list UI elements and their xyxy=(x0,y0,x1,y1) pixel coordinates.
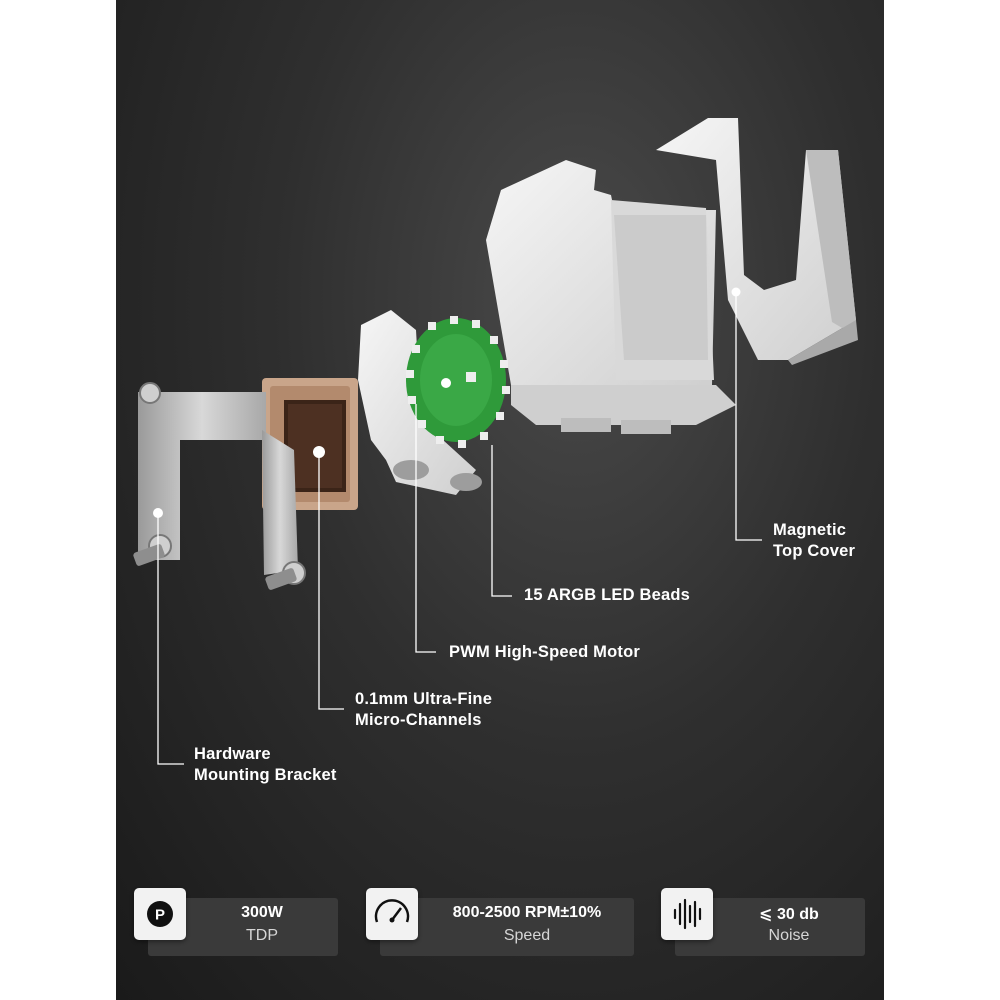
callout-line-2: Top Cover xyxy=(773,542,856,560)
product-panel: Magnetic Top Cover 15 ARGB LED Beads PWM… xyxy=(116,0,884,1000)
power-p-icon: P xyxy=(134,888,186,940)
spec-box xyxy=(380,898,634,956)
callout-line-2: Micro-Channels xyxy=(355,711,482,729)
spec-value: 800-2500 RPM±10% xyxy=(452,904,602,921)
spec-value: 300W xyxy=(241,904,283,921)
pump-housing-part xyxy=(486,160,736,434)
callout-micro-channels: 0.1mm Ultra-Fine Micro-Channels xyxy=(355,689,492,731)
callout-mounting-bracket: Hardware Mounting Bracket xyxy=(194,744,337,786)
sound-wave-icon xyxy=(661,888,713,940)
exploded-view-illustration xyxy=(133,118,858,765)
speedometer-icon xyxy=(366,888,418,940)
callout-line-1: Magnetic xyxy=(773,521,847,539)
spec-noise: ⩽ 30 db Noise xyxy=(661,888,866,956)
callout-line-1: 0.1mm Ultra-Fine xyxy=(355,690,493,708)
spec-label: Noise xyxy=(768,927,810,944)
callout-line-1: Hardware xyxy=(194,745,271,763)
callout-line-2: Mounting Bracket xyxy=(194,766,337,784)
svg-text:P: P xyxy=(155,907,165,924)
spec-tdp: P 300W TDP xyxy=(134,888,339,956)
spec-value: ⩽ 30 db xyxy=(759,906,819,923)
callout-lines xyxy=(157,292,762,765)
callout-argb-led-beads: 15 ARGB LED Beads xyxy=(524,586,690,604)
argb-led-pcb-part xyxy=(406,316,510,448)
magnetic-top-cover-part xyxy=(656,118,858,365)
callout-magnetic-top-cover: Magnetic Top Cover xyxy=(773,520,855,562)
spec-label: TDP xyxy=(246,927,278,944)
mounting-bracket-part xyxy=(133,382,306,590)
spec-label: Speed xyxy=(503,927,551,944)
callout-pwm-motor: PWM High-Speed Motor xyxy=(449,643,640,661)
spec-speed: 800-2500 RPM±10% Speed xyxy=(366,888,636,956)
